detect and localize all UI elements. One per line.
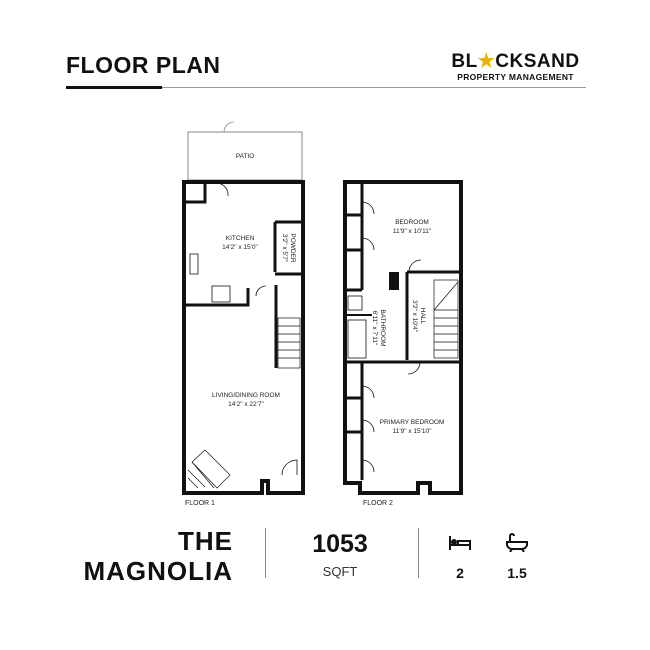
title-underline — [66, 86, 162, 89]
room-dims-bathroom: 6'11" x 7'11" — [371, 311, 378, 346]
room-name-primary-bedroom: PRIMARY BEDROOM — [380, 419, 445, 426]
room-dims-bedroom: 11'9" x 10'11" — [393, 228, 432, 235]
page-title: FLOOR PLAN — [66, 52, 221, 78]
room-name-bedroom: BEDROOM — [395, 219, 429, 226]
floor-2-plan — [343, 180, 463, 495]
room-name-patio: PATIO — [236, 153, 255, 160]
brand-logo: BL★CKSAND PROPERTY MANAGEMENT — [443, 51, 588, 83]
star-icon: ★ — [477, 51, 496, 72]
room-dims-hall: 3'2" x 10'4" — [411, 300, 418, 333]
bathtub-icon — [506, 533, 528, 552]
unit-name-line2: MAGNOLIA — [83, 556, 233, 586]
sqft-value: 1053 — [312, 530, 368, 558]
floor-1-stairs — [187, 317, 301, 489]
header-divider — [162, 87, 586, 88]
floor-2-walls — [343, 180, 463, 495]
room-name-kitchen: KITCHEN — [226, 235, 255, 242]
room-name-powder: POWDER — [289, 233, 296, 263]
floor-2-label: FLOOR 2 — [363, 500, 393, 507]
divider — [265, 528, 266, 578]
room-name-bathroom: BATHROOM — [379, 309, 386, 346]
bed-icon — [449, 536, 471, 550]
divider — [418, 528, 419, 578]
brand-name-end: CKSAND — [495, 51, 580, 72]
room-name-hall: HALL — [419, 308, 426, 325]
floor-1-walls — [182, 180, 305, 495]
brand-name-start: BL — [451, 51, 478, 72]
room-dims-living: 14'2" x 22'7" — [228, 401, 264, 408]
bedroom-count: 2 — [456, 565, 464, 581]
bathroom-count: 1.5 — [507, 565, 527, 581]
room-dims-kitchen: 14'2" x 15'0" — [222, 244, 258, 251]
floor-1-label: FLOOR 1 — [185, 500, 215, 507]
room-dims-powder: 3'2" x 5'7" — [281, 234, 288, 263]
floor-1-plan — [182, 121, 305, 495]
room-dims-primary-bedroom: 11'9" x 15'10" — [393, 428, 432, 435]
sqft-label: SQFT — [322, 564, 358, 579]
unit-name-line1: THE — [178, 526, 233, 556]
brand-tagline: PROPERTY MANAGEMENT — [457, 72, 574, 82]
floor-2-stairs — [433, 279, 459, 359]
room-name-living: LIVING/DINING ROOM — [212, 392, 280, 399]
